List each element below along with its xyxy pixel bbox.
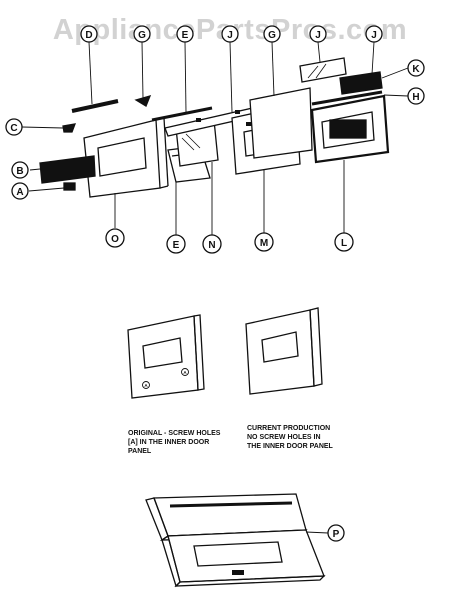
caption-current: CURRENT PRODUCTION NO SCREW HOLES IN THE… <box>247 425 333 450</box>
svg-text:H: H <box>412 92 419 103</box>
part-rod-d <box>71 41 119 113</box>
screw-hole-left: A <box>142 381 150 389</box>
panel-current <box>245 307 323 395</box>
callout-b: B <box>11 161 29 179</box>
svg-text:J: J <box>315 30 321 41</box>
screw-hole-right: A <box>181 368 189 376</box>
svg-text:J: J <box>371 30 377 41</box>
callout-j-left: J <box>221 25 239 43</box>
svg-text:A: A <box>16 187 23 198</box>
svg-text:O: O <box>111 234 119 245</box>
callout-c: C <box>5 118 23 136</box>
part-gasket-h <box>311 90 409 106</box>
svg-text:E: E <box>182 30 189 41</box>
callout-j-right: J <box>365 25 383 43</box>
svg-text:G: G <box>138 30 146 41</box>
callout-e-bottom: E <box>166 234 186 254</box>
svg-text:E: E <box>173 240 180 251</box>
part-clip-a <box>28 182 76 192</box>
callout-p: P <box>327 524 345 542</box>
part-bracket-g <box>134 41 152 107</box>
part-outer-panel <box>83 117 169 228</box>
svg-text:G: G <box>268 30 276 41</box>
svg-text:A: A <box>144 383 148 388</box>
svg-text:M: M <box>260 238 268 249</box>
svg-text:N: N <box>208 240 215 251</box>
callout-h: H <box>407 87 425 105</box>
part-window-b <box>29 155 96 184</box>
callout-j-mid: J <box>309 25 327 43</box>
svg-text:D: D <box>85 30 92 41</box>
svg-text:K: K <box>412 64 420 75</box>
caption-original: ORIGINAL - SCREW HOLES [A] IN THE INNER … <box>128 430 221 455</box>
svg-text:L: L <box>341 238 347 249</box>
callout-o: O <box>105 228 125 248</box>
part-panel-g-right <box>249 41 313 159</box>
callout-a: A <box>11 182 29 200</box>
callout-k: K <box>407 59 425 77</box>
part-inner-panel-l <box>310 94 390 235</box>
callout-l: L <box>334 232 354 252</box>
full-door-p: P <box>145 493 345 588</box>
callout-e-top: E <box>176 25 194 43</box>
svg-text:B: B <box>16 166 23 177</box>
panel-original: A A <box>127 314 205 399</box>
svg-text:C: C <box>10 123 17 134</box>
callout-m: M <box>254 232 274 252</box>
callout-g-right: G <box>263 25 281 43</box>
part-clip-c <box>21 123 77 133</box>
svg-text:A: A <box>183 370 187 375</box>
svg-text:P: P <box>333 529 340 540</box>
part-glass-upper <box>299 41 375 83</box>
svg-text:J: J <box>227 30 233 41</box>
callout-g-left: G <box>133 25 151 43</box>
part-rod-e <box>151 41 213 122</box>
callout-d: D <box>80 25 98 43</box>
callout-n: N <box>202 234 222 254</box>
part-window-k <box>339 67 409 95</box>
